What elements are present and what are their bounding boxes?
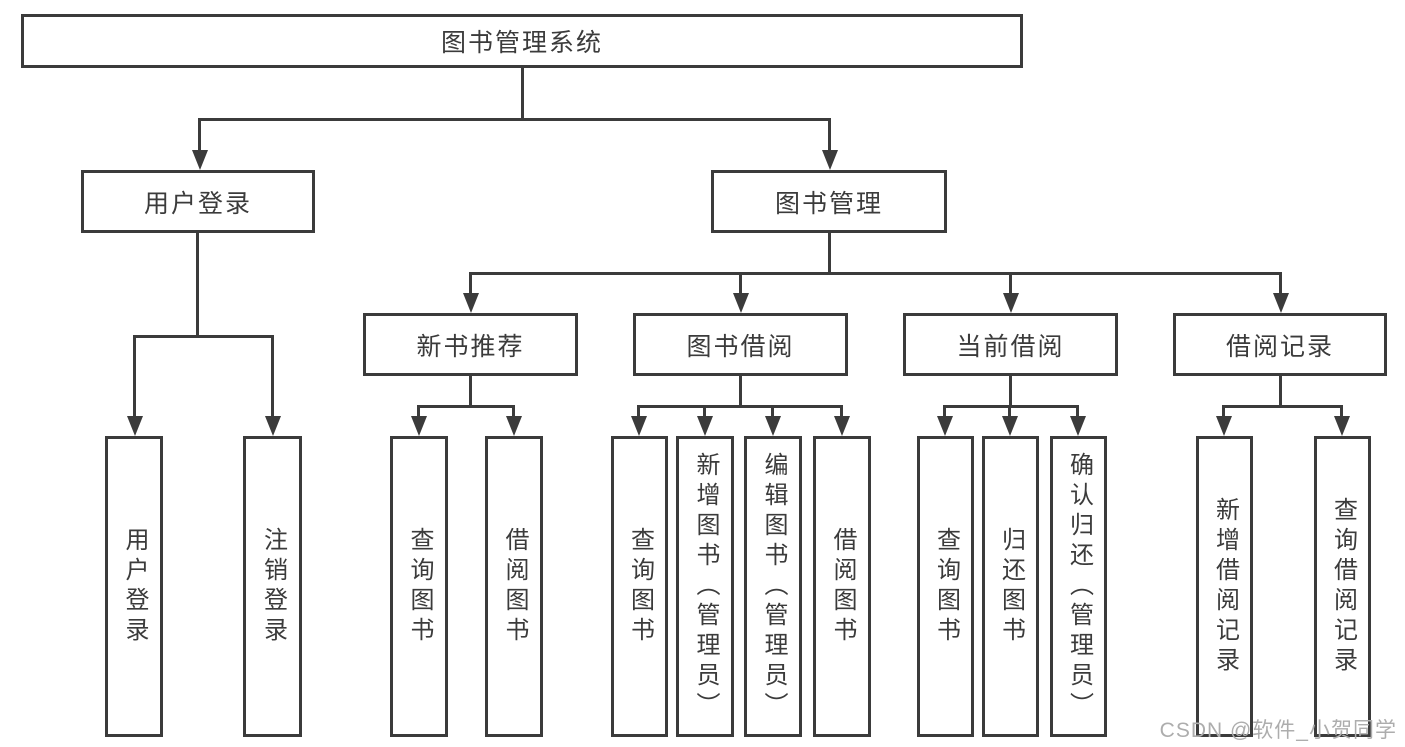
connector-drop (840, 405, 843, 418)
connector-drop (637, 405, 640, 418)
connector-level2-rail (198, 118, 831, 121)
connector-new-book-rail (417, 405, 515, 408)
connector-drop (1340, 405, 1343, 418)
connector-new-book-stub (469, 376, 472, 405)
connector-drop (1009, 272, 1012, 295)
arrow-down-icon (1003, 293, 1019, 313)
node-label: 当前借阅 (956, 332, 1065, 361)
connector-root-stub (521, 68, 524, 118)
connector-drop (417, 405, 420, 418)
connector-drop (133, 335, 136, 417)
connector-book-borrow-rail (637, 405, 843, 408)
arrow-down-icon (1273, 293, 1289, 313)
leaf-cb-query-books: 查询图书 (917, 436, 974, 737)
arrow-down-icon (834, 416, 850, 436)
arrow-down-icon (411, 416, 427, 436)
connector-drop (1279, 272, 1282, 295)
leaf-label: 查询图书 (406, 526, 433, 647)
node-root: 图书管理系统 (21, 14, 1023, 68)
arrow-down-icon (1070, 416, 1086, 436)
leaf-bb-borrow-books: 借阅图书 (813, 436, 871, 737)
node-book-borrow: 图书借阅 (633, 313, 848, 376)
arrow-down-icon (506, 416, 522, 436)
arrow-down-icon (463, 293, 479, 313)
leaf-bb-query-books: 查询图书 (611, 436, 668, 737)
node-current-borrow: 当前借阅 (903, 313, 1118, 376)
connector-book-management-stub (828, 233, 831, 272)
arrow-down-icon (265, 416, 281, 436)
arrow-down-icon (733, 293, 749, 313)
leaf-bb-edit-books-admin: 编辑图书（管理员） (744, 436, 802, 737)
connector-current-borrow-stub (1009, 376, 1012, 405)
connector-drop (1222, 405, 1225, 418)
connector-drop (271, 335, 274, 417)
node-borrow-records: 借阅记录 (1173, 313, 1387, 376)
connector-drop (943, 405, 946, 418)
leaf-nb-borrow-books: 借阅图书 (485, 436, 543, 737)
connector-drop (739, 272, 742, 295)
connector-drop (512, 405, 515, 418)
node-label: 图书管理 (774, 189, 883, 218)
leaf-bb-add-books-admin: 新增图书（管理员） (676, 436, 734, 737)
connector-drop (703, 405, 706, 418)
connector-current-borrow-rail (943, 405, 1079, 408)
connector-borrow-records-rail (1222, 405, 1343, 408)
leaf-label: 归还图书 (997, 526, 1025, 647)
leaf-label: 新增借阅记录 (1211, 496, 1239, 677)
leaf-cb-return-books: 归还图书 (982, 436, 1039, 737)
leaf-nb-query-books: 查询图书 (390, 436, 448, 737)
node-label: 图书借阅 (686, 332, 795, 361)
connector-user-login-stub (196, 233, 199, 335)
arrow-down-icon (822, 150, 838, 170)
arrow-down-icon (937, 416, 953, 436)
arrow-down-icon (631, 416, 647, 436)
arrow-down-icon (127, 416, 143, 436)
connector-user-login-rail (133, 335, 274, 338)
leaf-label: 新增图书（管理员） (692, 451, 719, 722)
leaf-label: 查询借阅记录 (1329, 496, 1357, 677)
connector-book-borrow-stub (739, 376, 742, 405)
leaf-cb-confirm-return-admin: 确认归还（管理员） (1050, 436, 1107, 737)
node-label: 新书推荐 (416, 332, 525, 361)
leaf-br-add-record: 新增借阅记录 (1196, 436, 1253, 737)
connector-drop (828, 118, 831, 152)
leaf-label: 查询图书 (626, 526, 654, 647)
leaf-label: 用户登录 (121, 526, 148, 647)
connector-drop (771, 405, 774, 418)
connector-drop (1076, 405, 1079, 418)
node-book-management: 图书管理 (711, 170, 947, 233)
connector-level3-rail (469, 272, 1282, 275)
leaf-label: 查询图书 (932, 526, 960, 647)
node-label: 用户登录 (143, 189, 252, 218)
arrow-down-icon (765, 416, 781, 436)
leaf-label: 注销登录 (259, 526, 287, 647)
connector-drop (198, 118, 201, 152)
arrow-down-icon (697, 416, 713, 436)
node-label: 图书管理系统 (440, 29, 603, 57)
arrow-down-icon (1216, 416, 1232, 436)
leaf-user-login: 用户登录 (105, 436, 163, 737)
leaf-label: 借阅图书 (501, 526, 528, 647)
leaf-br-query-record: 查询借阅记录 (1314, 436, 1371, 737)
leaf-label: 确认归还（管理员） (1065, 451, 1093, 722)
arrow-down-icon (1334, 416, 1350, 436)
node-user-login: 用户登录 (81, 170, 315, 233)
leaf-label: 编辑图书（管理员） (760, 451, 787, 722)
connector-borrow-records-stub (1279, 376, 1282, 405)
leaf-label: 借阅图书 (829, 526, 856, 647)
watermark: CSDN @软件_小贺同学 (1159, 719, 1397, 742)
node-label: 借阅记录 (1225, 332, 1334, 361)
node-new-book-recommend: 新书推荐 (363, 313, 578, 376)
arrow-down-icon (1002, 416, 1018, 436)
connector-drop (469, 272, 472, 295)
arrow-down-icon (192, 150, 208, 170)
leaf-logout: 注销登录 (243, 436, 302, 737)
connector-drop (1008, 405, 1011, 418)
